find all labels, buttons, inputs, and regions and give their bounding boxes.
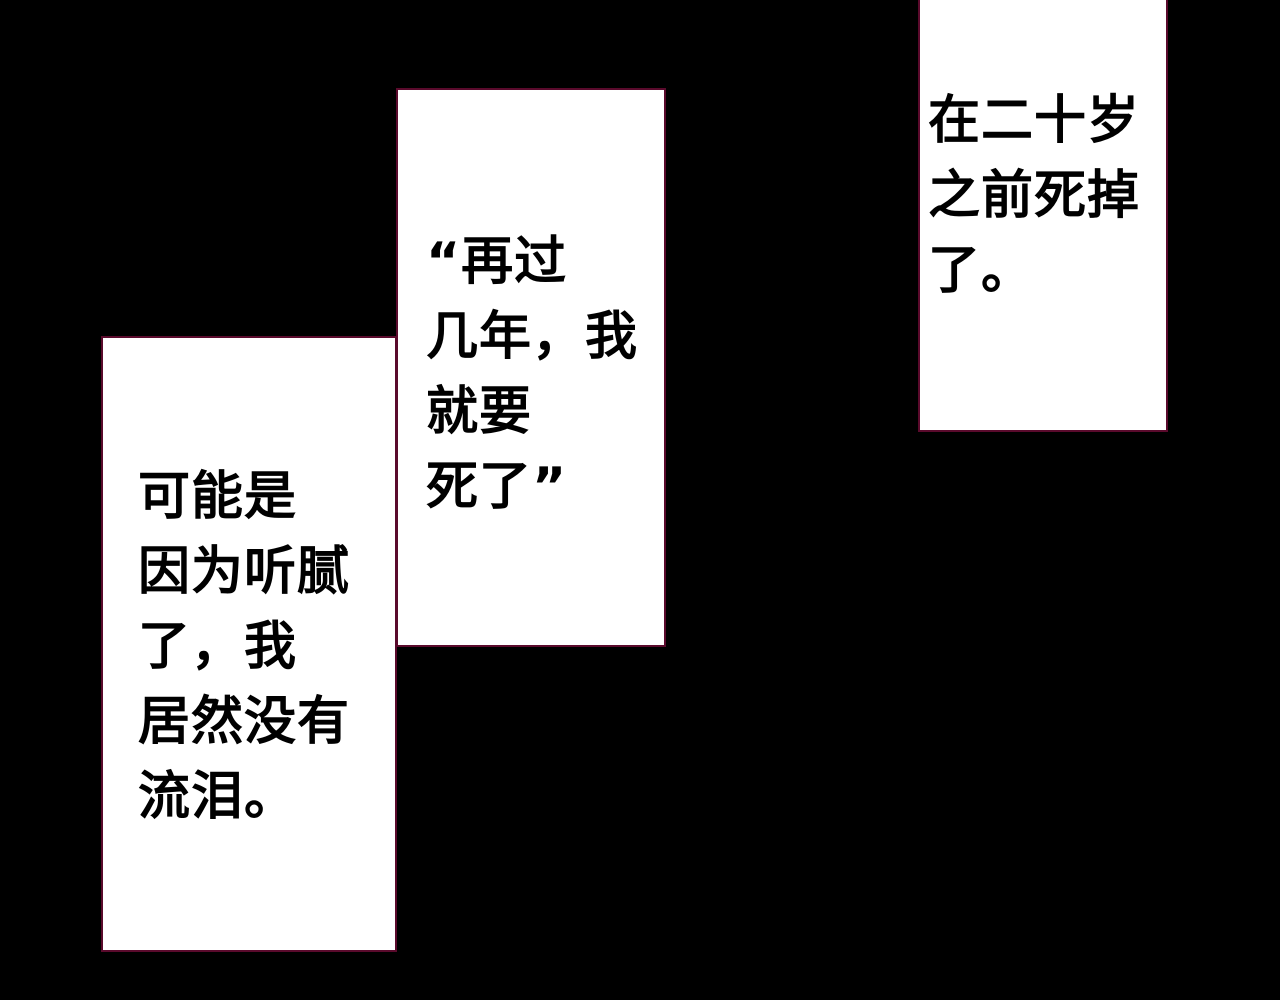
caption-line: 在二十岁 [928,91,1141,151]
caption-line: 居然没有 [138,692,351,752]
caption-text-middle: “再过 几年，我 就要 死了” [426,225,638,525]
caption-line: 之前死掉 [928,166,1141,226]
caption-box-middle: “再过 几年，我 就要 死了” [396,88,666,647]
caption-line: 因为听腻 [138,542,351,602]
caption-line: “再过 [426,232,568,292]
caption-box-right: 在二十岁 之前死掉 了。 [918,0,1168,432]
caption-text-left: 可能是 因为听腻 了，我 居然没有 流泪。 [138,460,350,835]
caption-line: 就要 [426,382,533,442]
caption-line: 了，我 [138,617,298,677]
caption-line: 死了” [426,457,568,517]
caption-line: 可能是 [138,467,298,527]
caption-box-left: 可能是 因为听腻 了，我 居然没有 流泪。 [101,336,397,952]
caption-text-right: 在二十岁 之前死掉 了。 [928,84,1140,309]
caption-line: 几年，我 [426,307,639,367]
caption-line: 流泪。 [138,767,298,827]
caption-line: 了。 [928,241,1035,301]
